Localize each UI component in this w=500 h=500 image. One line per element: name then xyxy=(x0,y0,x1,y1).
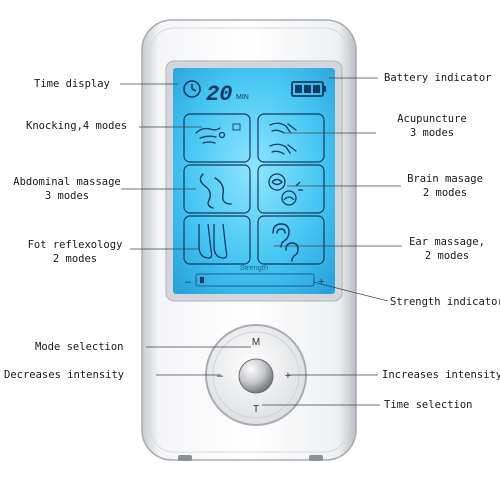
callout-time-display: Time display xyxy=(34,78,110,90)
strength-level xyxy=(200,277,204,283)
callout-brain-line1: Brain masage xyxy=(407,173,483,185)
strength-minus: – xyxy=(185,276,192,288)
strength-plus: + xyxy=(318,276,324,288)
acupuncture-hands-icon xyxy=(269,122,297,155)
callout-foot-line1: Fot reflexology xyxy=(27,239,123,251)
callout-abdominal-line1: Abdominal massage xyxy=(13,176,121,188)
callout-battery-indicator: Battery indicator xyxy=(384,72,492,84)
callout-lines xyxy=(120,77,402,406)
mode-cell-brain xyxy=(257,164,325,214)
mode-cell-knocking xyxy=(183,113,251,163)
time-digits: 20 xyxy=(206,82,232,107)
callout-brain: Brain masage 2 modes xyxy=(400,172,490,200)
lcd-screen xyxy=(173,68,335,294)
callout-acupuncture-line1: Acupuncture xyxy=(397,113,467,125)
m-button[interactable]: M xyxy=(252,337,260,348)
callout-knocking: Knocking,4 modes xyxy=(26,120,128,132)
mode-cell-acupuncture xyxy=(257,113,325,163)
callout-increases-intensity: Increases intensity xyxy=(382,369,500,381)
clock-icon xyxy=(183,80,201,98)
battery-icon xyxy=(291,81,326,97)
callout-acupuncture-line2: 3 modes xyxy=(409,127,455,139)
brain-head-icon xyxy=(268,173,303,206)
ear-icon xyxy=(272,223,299,262)
time-unit: MIN xyxy=(236,94,249,101)
plus-button[interactable]: + xyxy=(285,370,291,382)
minus-button[interactable]: – xyxy=(217,370,224,382)
callout-foot-line2: 2 modes xyxy=(52,253,98,265)
callout-foot: Fot reflexology 2 modes xyxy=(18,238,132,266)
foot-icon xyxy=(198,223,228,259)
t-button[interactable]: T xyxy=(253,404,259,415)
strength-bar xyxy=(195,273,315,287)
callout-abdominal-line2: 3 modes xyxy=(44,190,90,202)
callout-ear: Ear massage, 2 modes xyxy=(402,235,492,263)
callout-decreases-intensity: Decreases intensity xyxy=(4,369,125,381)
jack-right xyxy=(309,455,323,461)
callout-strength-indicator: Strength indicator xyxy=(390,296,500,308)
callout-acupuncture: Acupuncture 3 modes xyxy=(382,112,482,140)
mode-cell-foot xyxy=(183,215,251,265)
callout-time-selection: Time selection xyxy=(384,399,473,411)
center-knob[interactable] xyxy=(238,358,274,394)
callout-brain-line2: 2 modes xyxy=(422,187,468,199)
knocking-hand-icon xyxy=(195,123,241,144)
mode-cell-ear xyxy=(257,215,325,265)
callout-ear-line1: Ear massage, xyxy=(409,236,485,248)
callout-abdominal: Abdominal massage 3 modes xyxy=(12,175,122,203)
strength-label: Strength xyxy=(240,263,268,272)
callout-mode-selection: Mode selection xyxy=(35,341,124,353)
abdomen-icon xyxy=(199,173,232,209)
jack-left xyxy=(178,455,192,461)
callout-ear-line2: 2 modes xyxy=(424,250,470,262)
